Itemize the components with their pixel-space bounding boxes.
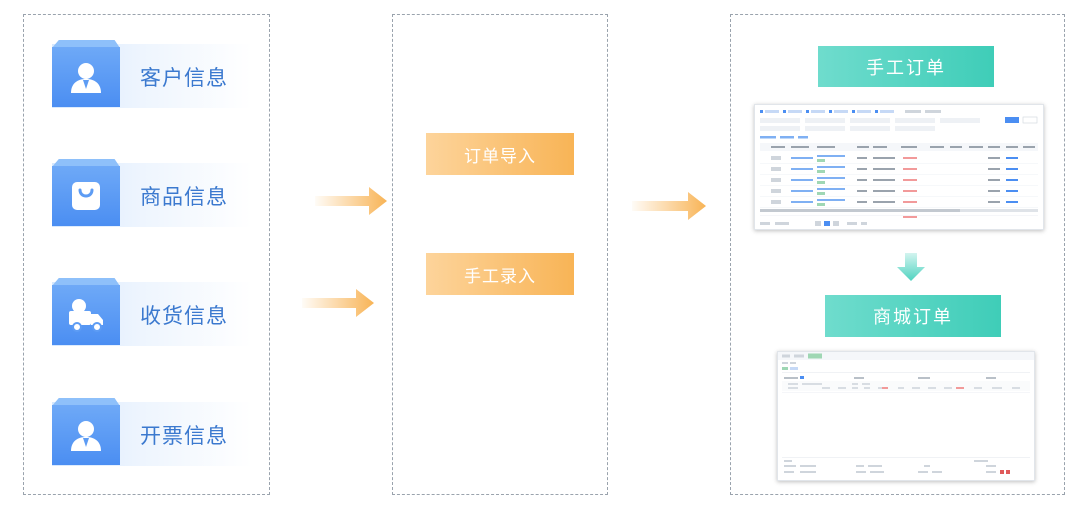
info-source-panel <box>23 14 270 495</box>
invoice-info-card: 开票信息 <box>52 398 252 466</box>
order-import-box: 订单导入 <box>426 133 574 175</box>
customer-info-card: 客户信息 <box>52 40 252 108</box>
delivery-truck-icon <box>52 285 120 345</box>
invoice-user-icon <box>52 405 120 465</box>
manual-order-title: 手工订单 <box>818 46 994 87</box>
flow-arrow-right-icon <box>302 288 374 322</box>
customer-info-label: 客户信息 <box>140 66 228 90</box>
order-result-panel <box>730 14 1065 495</box>
mall-order-screenshot <box>777 351 1035 481</box>
shopping-bag-icon <box>52 166 120 226</box>
invoice-info-label: 开票信息 <box>140 424 228 448</box>
shipping-info-card: 收货信息 <box>52 278 252 346</box>
mall-order-title: 商城订单 <box>825 295 1001 337</box>
product-info-label: 商品信息 <box>140 185 228 209</box>
order-entry-panel <box>392 14 608 495</box>
manual-entry-box: 手工录入 <box>426 253 574 295</box>
product-info-card: 商品信息 <box>52 159 252 227</box>
order-list-screenshot <box>754 104 1044 230</box>
shipping-info-label: 收货信息 <box>140 304 228 328</box>
customer-user-icon <box>52 47 120 107</box>
flow-arrow-right-icon <box>315 186 387 220</box>
flow-arrow-right-icon <box>632 191 706 225</box>
flow-arrow-down-icon <box>896 253 926 287</box>
